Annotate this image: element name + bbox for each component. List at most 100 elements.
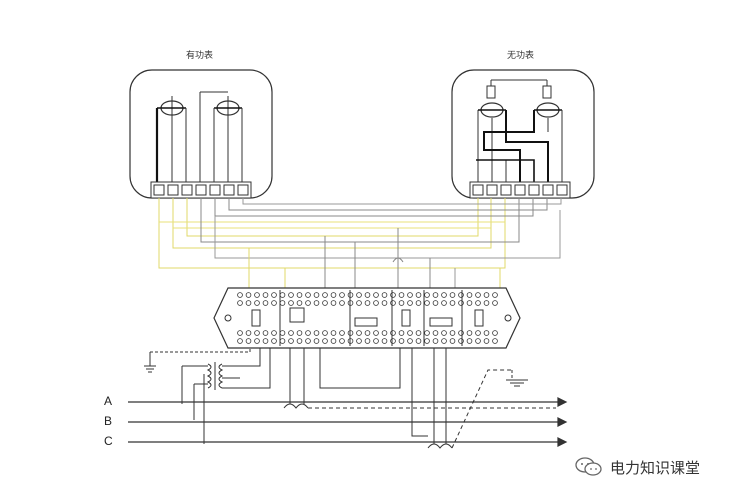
screw-terminal-icon (279, 338, 286, 344)
screw-terminal-icon (373, 338, 379, 344)
screw-terminal-icon (475, 330, 481, 336)
screw-terminal-icon (237, 292, 243, 298)
screw-terminal-icon (322, 292, 328, 298)
active-meter-title: 有功表 (186, 51, 214, 61)
screw-terminal-icon (271, 292, 277, 298)
screw-terminal-icon (415, 338, 422, 344)
screw-terminal-icon (237, 300, 243, 306)
screw-terminal-icon (254, 330, 260, 336)
screw-terminal-icon (449, 292, 456, 298)
screw-terminal-icon (475, 300, 481, 306)
screw-terminal-icon (254, 292, 260, 298)
interconnect-wires (158, 198, 562, 290)
screw-terminal-icon (424, 338, 430, 344)
screw-terminal-icon (458, 330, 464, 336)
screw-terminal-icon (313, 292, 320, 298)
screw-terminal-icon (330, 292, 337, 298)
screw-terminal-icon (441, 338, 447, 344)
screw-terminal-icon (432, 330, 439, 336)
screw-terminal-icon (492, 292, 498, 298)
screw-terminal-icon (373, 330, 379, 336)
terminal-block (213, 287, 521, 349)
screw-terminal-icon (356, 330, 362, 336)
screw-terminal-icon (296, 338, 303, 344)
screw-terminal-icon (441, 292, 447, 298)
voltage-transformer (144, 348, 271, 444)
screw-terminal-icon (356, 300, 362, 306)
screw-terminal-icon (390, 300, 396, 306)
screw-terminal-icon (305, 338, 311, 344)
screw-terminal-icon (398, 292, 405, 298)
screw-terminal-icon (330, 330, 337, 336)
screw-terminal-icon (262, 292, 269, 298)
screw-terminal-icon (424, 300, 430, 306)
screw-terminal-icon (339, 300, 345, 306)
screw-terminal-icon (398, 338, 405, 344)
screw-terminal-icon (492, 300, 498, 306)
screw-terminal-icon (288, 292, 294, 298)
screw-terminal-icon (458, 292, 464, 298)
screw-terminal-icon (432, 292, 439, 298)
screw-terminal-icon (466, 292, 473, 298)
screw-terminal-icon (313, 330, 320, 336)
phase-label-a: A (104, 394, 113, 408)
screw-terminal-icon (466, 338, 473, 344)
screw-terminal-icon (432, 300, 439, 306)
screw-terminal-icon (458, 300, 464, 306)
screw-terminal-icon (398, 330, 405, 336)
screw-terminal-icon (432, 338, 439, 344)
current-transformers (283, 348, 556, 449)
screw-terminal-icon (475, 338, 481, 344)
screw-terminal-icon (483, 330, 490, 336)
screw-terminal-icon (424, 330, 430, 336)
phase-bus (128, 397, 568, 447)
screw-terminal-icon (364, 330, 371, 336)
screw-terminal-icon (237, 338, 243, 344)
screw-terminal-icon (313, 338, 320, 344)
resistor-icon (542, 85, 552, 99)
screw-terminal-icon (322, 338, 328, 344)
screw-terminal-icon (330, 338, 337, 344)
screw-terminal-icon (390, 330, 396, 336)
screw-terminal-icon (364, 292, 371, 298)
phase-label-c: C (104, 434, 113, 448)
screw-terminal-icon (407, 330, 413, 336)
screw-terminal-icon (305, 300, 311, 306)
screw-terminal-icon (483, 292, 490, 298)
screw-terminal-icon (322, 330, 328, 336)
screw-terminal-icon (381, 292, 388, 298)
screw-terminal-icon (305, 330, 311, 336)
screw-terminal-icon (390, 292, 396, 298)
screw-terminal-icon (373, 300, 379, 306)
screw-terminal-icon (449, 338, 456, 344)
wechat-icon (575, 457, 602, 476)
screw-terminal-icon (254, 338, 260, 344)
screw-terminal-icon (424, 292, 430, 298)
screw-terminal-icon (356, 292, 362, 298)
screw-terminal-icon (441, 330, 447, 336)
screw-terminal-icon (492, 338, 498, 344)
screw-terminal-icon (390, 338, 396, 344)
screw-terminal-icon (407, 300, 413, 306)
screw-terminal-icon (475, 292, 481, 298)
screw-terminal-icon (245, 330, 252, 336)
screw-terminal-icon (271, 300, 277, 306)
screw-terminal-icon (296, 292, 303, 298)
screw-terminal-icon (288, 330, 294, 336)
screw-terminal-icon (237, 330, 243, 336)
screw-terminal-icon (279, 330, 286, 336)
screw-terminal-icon (398, 300, 405, 306)
screw-terminal-icon (492, 330, 498, 336)
screw-terminal-icon (271, 338, 277, 344)
screw-terminal-icon (381, 330, 388, 336)
screw-terminal-icon (296, 330, 303, 336)
screw-terminal-icon (381, 300, 388, 306)
watermark: 电力知识课堂 (574, 456, 700, 478)
reactive-meter (451, 69, 595, 199)
screw-terminal-icon (262, 338, 269, 344)
screw-terminal-icon (254, 300, 260, 306)
screw-terminal-icon (296, 300, 303, 306)
active-meter (129, 69, 273, 199)
